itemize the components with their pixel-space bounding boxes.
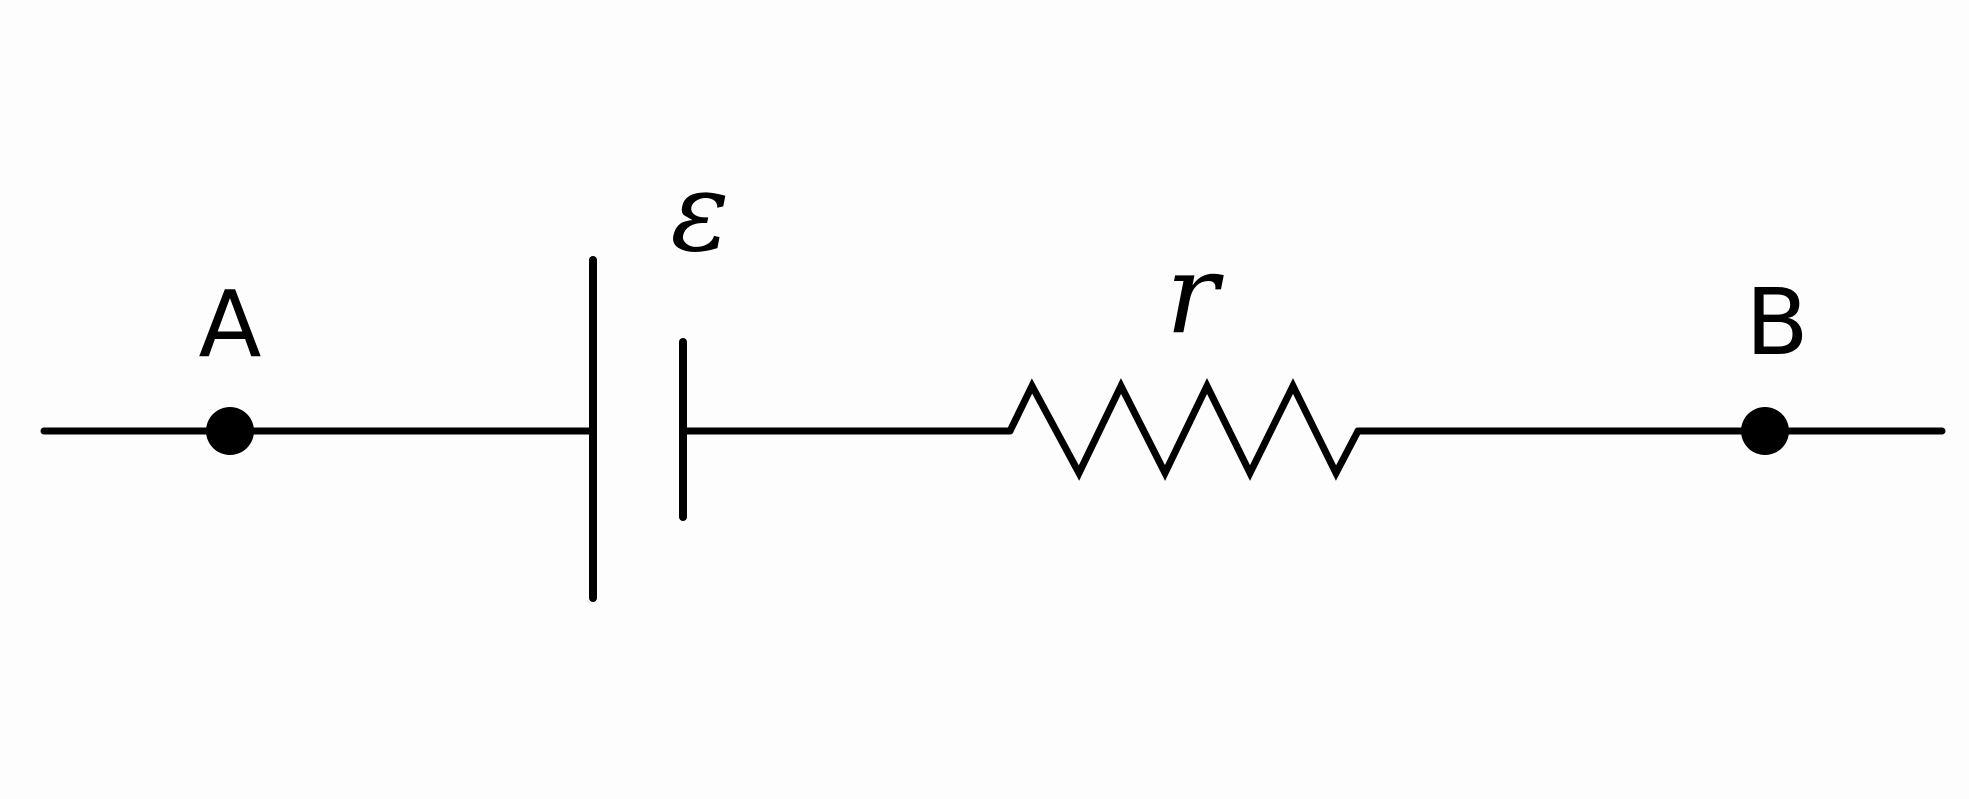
terminal-a-label: A	[199, 271, 262, 378]
resistance-label: r	[1166, 230, 1225, 358]
terminal-a-node	[206, 407, 254, 455]
terminal-b-label: B	[1745, 269, 1808, 376]
resistor-zigzag	[1006, 378, 1362, 481]
terminal-b-node	[1741, 407, 1789, 455]
emf-label: ε	[670, 148, 729, 276]
